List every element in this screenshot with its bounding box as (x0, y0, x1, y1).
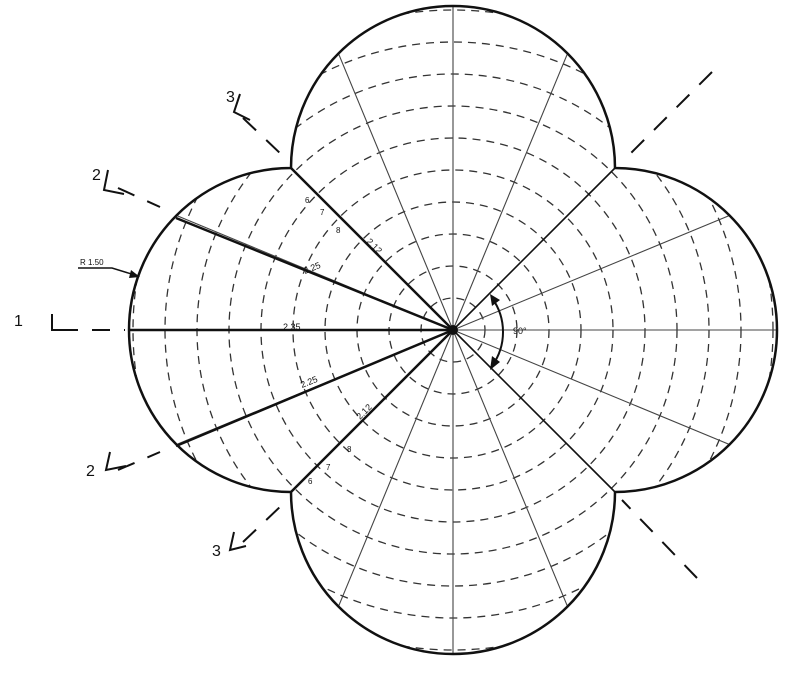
angle-arrowhead-top (490, 294, 500, 306)
section-line-2-lower (175, 328, 454, 448)
radius-arrowhead (129, 270, 140, 278)
minor-label: 7 (326, 463, 331, 472)
radial-line (452, 29, 578, 331)
section-label-3-lower: 3 (212, 543, 221, 560)
cutting-plane-markers (51, 93, 251, 552)
center-point (448, 325, 458, 335)
angle-label: 90° (513, 326, 527, 336)
dimension-label: 2.35 (283, 322, 301, 332)
angle-arc (491, 297, 505, 367)
minor-label: 7 (320, 208, 325, 217)
radial-line (452, 329, 578, 631)
minor-label: 8 (347, 445, 352, 454)
dimension-label: 2.12 (354, 402, 373, 421)
angle-arrowhead-bottom (490, 356, 500, 370)
thick-section-lines (130, 167, 616, 493)
section-line-3-lower (290, 329, 454, 493)
minor-label: 6 (305, 196, 310, 205)
section-label-2-lower: 2 (86, 463, 95, 480)
dimension-label: 2.12 (365, 236, 384, 255)
cusp-line-right-lower (452, 329, 616, 493)
radial-line (452, 329, 754, 455)
section-label-2-upper: 2 (92, 167, 101, 184)
section-label-3-upper: 3 (226, 89, 235, 106)
section-label-1: 1 (14, 313, 23, 330)
section-line-3-upper (290, 167, 454, 331)
radial-line (328, 29, 454, 331)
minor-label: 6 (308, 477, 313, 486)
radius-leader (78, 267, 139, 277)
cusp-line-right-upper (452, 167, 616, 331)
radius-callout: R 1.50 (80, 258, 104, 267)
minor-label: 8 (336, 226, 341, 235)
section-line-2-upper (175, 216, 454, 332)
radial-line (328, 329, 454, 631)
radial-line (452, 205, 754, 331)
